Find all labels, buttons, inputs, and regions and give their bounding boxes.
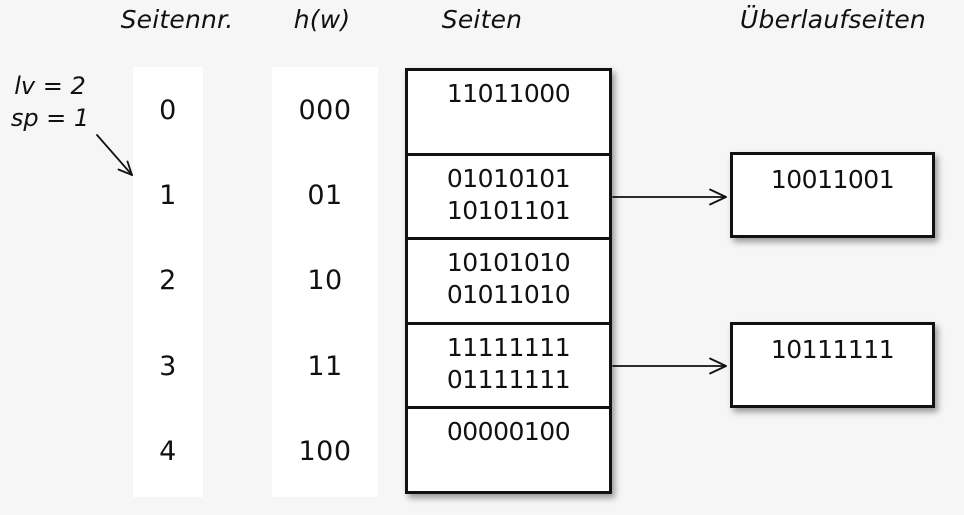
page-number-0: 0: [159, 95, 177, 126]
overflow-record-value: 10111111: [770, 335, 895, 364]
level-value: lv = 2: [14, 72, 86, 100]
page-cell-1: 01010101 10101101: [408, 152, 609, 238]
page-number-2: 2: [159, 265, 177, 296]
page-cell-4: 00000100: [408, 406, 609, 491]
hash-value-0: 000: [298, 95, 352, 126]
column-header-seitennr: Seitennr.: [120, 5, 234, 34]
column-header-seiten: Seiten: [441, 5, 523, 34]
record-value: [408, 110, 609, 142]
record-value: 10101010: [446, 248, 571, 278]
record-value: 01010101: [446, 163, 571, 193]
overflow-record-value: 10011001: [770, 165, 895, 194]
page-cell-0: 11011000: [408, 71, 609, 153]
record-value: [408, 448, 609, 480]
overflow-arrow-row3: [612, 357, 727, 375]
record-value: 10101101: [446, 195, 571, 225]
hash-value-2: 10: [307, 265, 343, 296]
hash-value-1: 01: [307, 180, 343, 211]
record-value: 01011010: [446, 280, 571, 310]
record-value: 11111111: [446, 332, 571, 362]
seitennr-column-strip: [133, 67, 203, 497]
column-header-ueberlaufseiten: Überlaufseiten: [740, 5, 926, 34]
record-value: 11011000: [446, 79, 571, 108]
hash-value-3: 11: [307, 351, 343, 382]
pages-box: 11011000 01010101 10101101 10101010 0101…: [405, 68, 612, 494]
overflow-page-row1: 10011001: [730, 152, 935, 238]
page-number-1: 1: [159, 180, 177, 211]
page-number-3: 3: [159, 351, 177, 382]
record-value: 00000100: [446, 417, 571, 447]
hash-value-4: 100: [298, 436, 352, 467]
split-pointer-arrow: [96, 134, 133, 176]
page-cell-2: 10101010 01011010: [408, 237, 609, 322]
overflow-page-row3: 10111111: [730, 322, 935, 408]
record-value: 01111111: [446, 364, 571, 394]
split-pointer-value: sp = 1: [10, 104, 90, 132]
page-number-4: 4: [159, 436, 177, 467]
overflow-arrow-row1: [612, 188, 727, 206]
page-cell-3: 11111111 01111111: [408, 321, 609, 407]
state-annotation: lv = 2 sp = 1: [4, 70, 96, 134]
hw-column-strip: [272, 67, 378, 497]
column-header-hw: h(w): [293, 5, 351, 34]
